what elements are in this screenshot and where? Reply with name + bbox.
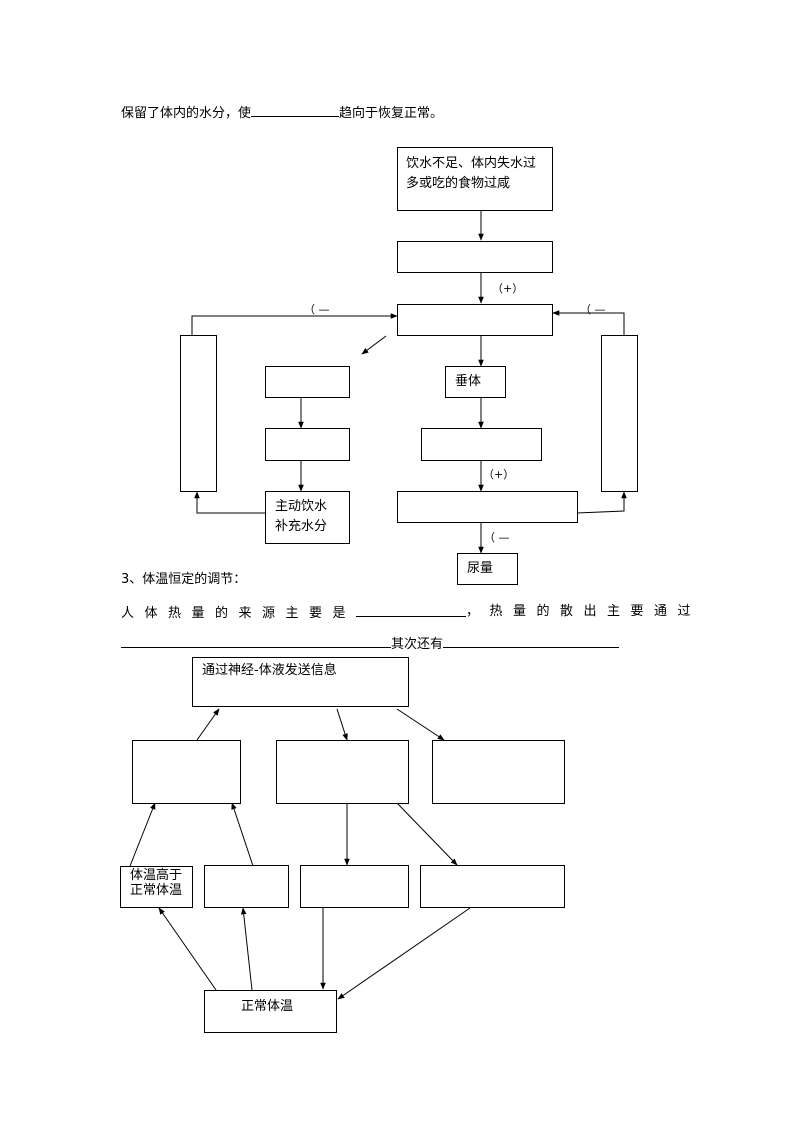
blank-tall-left: [180, 335, 217, 492]
blank-box-left-2: [265, 428, 350, 461]
section3-heading: 3、体温恒定的调节：: [121, 572, 247, 587]
minus-label-bottom: （ —: [484, 531, 510, 544]
blank-box-wide: [397, 491, 578, 523]
box-pituitary: 垂体: [445, 366, 506, 398]
box-drink: 主动饮水 补充水分: [265, 491, 350, 544]
box-pituitary-label: 垂体: [455, 374, 482, 389]
box-water-shortage: 饮水不足、体内失水过 多或吃的食物过咸: [397, 147, 553, 211]
plus-label-2: （+）: [483, 468, 515, 481]
box-normal-temp: 正常体温: [204, 990, 337, 1033]
blank-box-center: [397, 304, 553, 336]
heat-loss-line: 其次还有: [121, 635, 620, 653]
box-urine: 尿量: [457, 553, 518, 585]
also-text: 其次还有: [391, 637, 444, 652]
intro-before: 保留了体内的水分，使: [121, 106, 252, 121]
also-blank: [443, 635, 620, 648]
box-urine-label: 尿量: [467, 561, 494, 576]
plus-label-1: （+）: [492, 282, 524, 295]
intro-blank: [251, 104, 340, 117]
blank-box-d2-row2-2: [300, 865, 409, 908]
blank-box-d2-row2-1: [204, 865, 289, 908]
blank-box-d2-right: [432, 740, 565, 804]
blank-box-1: [397, 241, 553, 273]
heat-loss-blank: [121, 635, 391, 648]
heat-loss-text: ，热量的散出主要通过: [466, 604, 702, 619]
heat-source-line: 人体热量的来源主要是: [121, 604, 467, 622]
box-higher-temp-label: 体温高于 正常体温: [130, 868, 183, 898]
box-higher-temp: 体温高于 正常体温: [120, 866, 193, 908]
blank-box-d2-mid: [276, 740, 409, 804]
blank-box-d2-left: [132, 740, 241, 804]
box-drink-label: 主动饮水 补充水分: [275, 499, 328, 534]
heat-source-text: 人体热量的来源主要是: [121, 606, 357, 621]
box-signal: 通过神经-体液发送信息: [192, 657, 409, 707]
minus-label-right: （ —: [580, 303, 606, 316]
box-water-shortage-label: 饮水不足、体内失水过 多或吃的食物过咸: [406, 156, 537, 191]
blank-box-left-1: [265, 366, 350, 398]
intro-after: 趋向于恢复正常。: [339, 106, 444, 121]
blank-box-d2-row2-3: [420, 865, 565, 908]
heat-source-blank: [356, 604, 467, 617]
intro-line: 保留了体内的水分，使 趋向于恢复正常。: [121, 104, 443, 122]
box-normal-temp-label: 正常体温: [241, 999, 294, 1014]
blank-box-mid: [421, 428, 542, 461]
box-signal-label: 通过神经-体液发送信息: [202, 663, 337, 678]
blank-tall-right: [601, 335, 638, 492]
minus-label-left: （ —: [304, 303, 330, 316]
